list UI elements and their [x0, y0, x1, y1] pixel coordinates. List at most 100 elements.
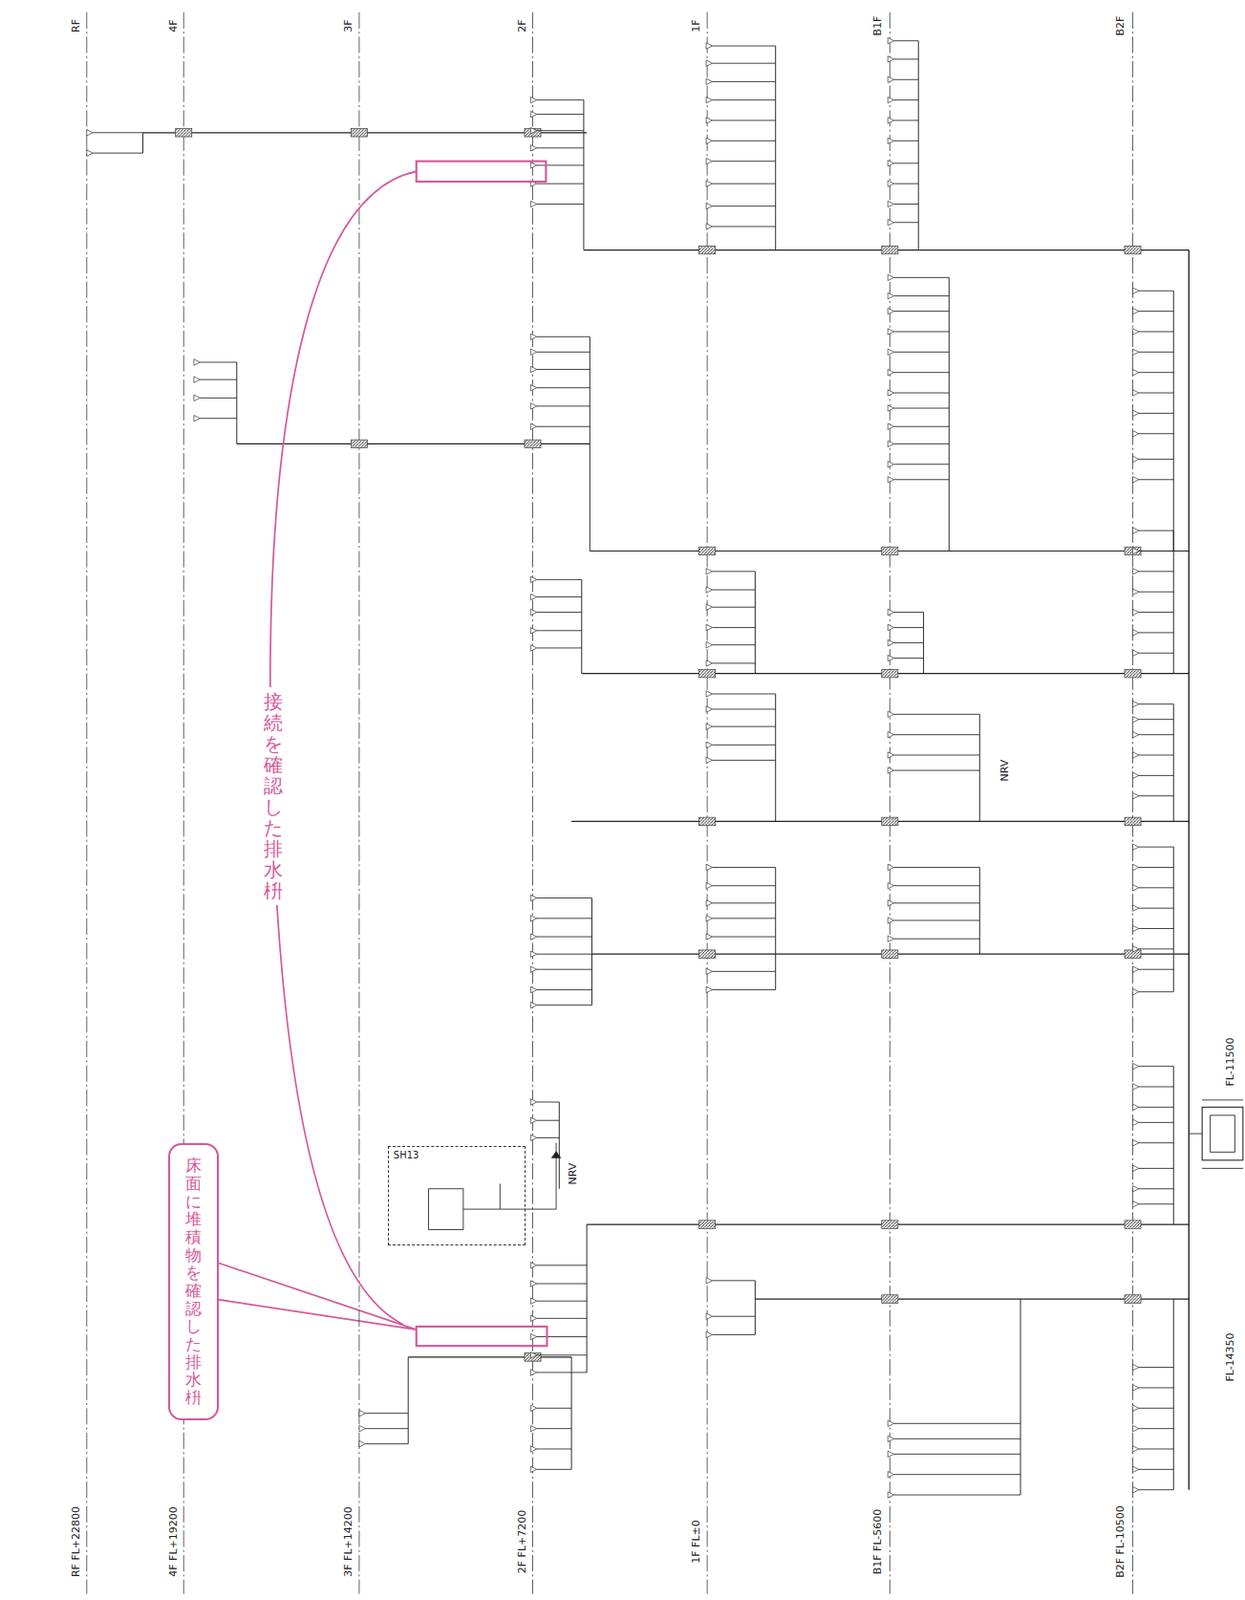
drain-inlet-mark: [530, 348, 537, 355]
branch-pipe: [894, 884, 981, 886]
drain-inlet-mark: [887, 200, 894, 207]
branch-pipe: [536, 1101, 559, 1103]
branch-pipe: [711, 744, 775, 746]
branch-pipe: [894, 1473, 1021, 1475]
drain-inlet-mark: [530, 162, 537, 169]
floor-sleeve: [699, 949, 716, 959]
drain-inlet-mark: [887, 292, 894, 299]
drain-inlet-mark: [1133, 455, 1139, 462]
drain-inlet-mark: [1133, 700, 1139, 707]
main-drain-pipe: [1188, 250, 1190, 1490]
branch-collector: [571, 1356, 573, 1469]
drain-inlet-mark: [359, 1424, 365, 1431]
drain-inlet-mark: [530, 384, 537, 390]
drain-inlet-mark: [530, 1332, 537, 1339]
drain-inlet-mark: [530, 1134, 537, 1140]
floor-sleeve: [881, 949, 899, 959]
branch-pipe: [536, 1335, 587, 1337]
branch-pipe: [1138, 1106, 1174, 1108]
branch-pipe: [1138, 530, 1174, 532]
drain-inlet-mark: [706, 623, 712, 630]
drawing-label: RF: [70, 17, 84, 35]
branch-pipe: [1138, 907, 1174, 909]
branch-pipe: [536, 936, 593, 938]
branch-pipe: [1138, 1202, 1174, 1204]
branch-pipe: [536, 579, 582, 580]
branch-pipe: [1138, 330, 1174, 332]
branch-pipe: [894, 1438, 1021, 1439]
drain-inlet-mark: [1133, 307, 1139, 314]
drain-inlet-mark: [530, 644, 537, 651]
branch-pipe: [894, 733, 981, 735]
floor-sleeve: [350, 128, 367, 138]
drain-inlet-mark: [530, 145, 537, 151]
branch-pipe: [1138, 718, 1174, 720]
floor-sleeve: [1124, 1294, 1141, 1304]
branch-pipe: [1138, 290, 1174, 292]
drain-inlet-mark: [887, 730, 894, 737]
drain-inlet-mark: [706, 157, 712, 164]
floor-sleeve: [1124, 546, 1141, 556]
branch-pipe: [1138, 1468, 1174, 1470]
sh13-pipe: [463, 1142, 557, 1209]
branch-pipe: [894, 642, 924, 644]
drain-inlet-mark: [530, 593, 537, 600]
drain-inlet-mark: [706, 642, 712, 648]
drain-inlet-mark: [706, 223, 712, 230]
drain-inlet-mark: [1133, 409, 1139, 416]
branch-collector: [774, 45, 776, 251]
drain-inlet-mark: [530, 127, 537, 133]
branch-pipe: [92, 152, 143, 154]
drain-inlet-mark: [887, 623, 894, 630]
drain-inlet-mark: [359, 1439, 365, 1446]
drain-inlet-mark: [887, 38, 894, 44]
branch-pipe: [536, 1427, 572, 1429]
drain-inlet-mark: [1133, 793, 1139, 799]
drain-inlet-mark: [1133, 1083, 1139, 1090]
drain-inlet-mark: [1133, 751, 1139, 758]
branch-pipe: [894, 713, 981, 715]
drain-inlet-mark: [887, 180, 894, 187]
drawing-label: 1F FL±0: [690, 1517, 704, 1566]
drain-inlet-mark: [887, 461, 894, 468]
branch-pipe: [1138, 1407, 1174, 1409]
drain-inlet-mark: [1133, 945, 1139, 952]
branch-pipe: [1138, 392, 1174, 394]
drain-inlet-mark: [706, 60, 712, 66]
drain-inlet-mark: [530, 96, 537, 103]
branch-pipe: [1138, 591, 1174, 593]
drain-inlet-mark: [706, 42, 712, 49]
drain-inlet-mark: [706, 881, 712, 888]
branch-pipe: [711, 1333, 755, 1335]
drain-inlet-mark: [887, 117, 894, 124]
equipment-zone: SH13: [387, 1145, 526, 1245]
drawing-label: 3F FL+14200: [343, 1503, 356, 1579]
branch-pipe: [711, 988, 775, 990]
branch-pipe: [1138, 774, 1174, 776]
branch-pipe: [711, 81, 775, 83]
drain-inlet-mark: [1133, 527, 1139, 534]
drain-inlet-mark: [887, 328, 894, 335]
branch-pipe: [894, 626, 924, 628]
branch-pipe: [894, 351, 950, 353]
branch-collector: [979, 866, 981, 954]
drain-inlet-mark: [1133, 608, 1139, 615]
floor-line: [358, 12, 360, 1594]
branch-pipe: [894, 330, 950, 332]
drain-inlet-mark: [706, 586, 712, 593]
drain-inlet-mark: [887, 348, 894, 355]
floor-sleeve: [175, 128, 193, 138]
branch-collector: [948, 277, 950, 551]
highlight-box: [416, 1326, 548, 1346]
floor-sleeve: [881, 1294, 899, 1304]
branch-collector: [754, 1280, 756, 1335]
drawing-label: 1F: [690, 17, 704, 34]
branch-pipe: [536, 897, 593, 899]
drain-inlet-mark: [530, 576, 537, 582]
branch-pipe: [894, 99, 920, 101]
drain-inlet-mark: [1133, 368, 1139, 375]
drain-inlet-mark: [530, 1314, 537, 1321]
pit-level-line: [1188, 1099, 1244, 1169]
drain-inlet-mark: [193, 415, 200, 422]
branch-collector: [1173, 1066, 1175, 1224]
